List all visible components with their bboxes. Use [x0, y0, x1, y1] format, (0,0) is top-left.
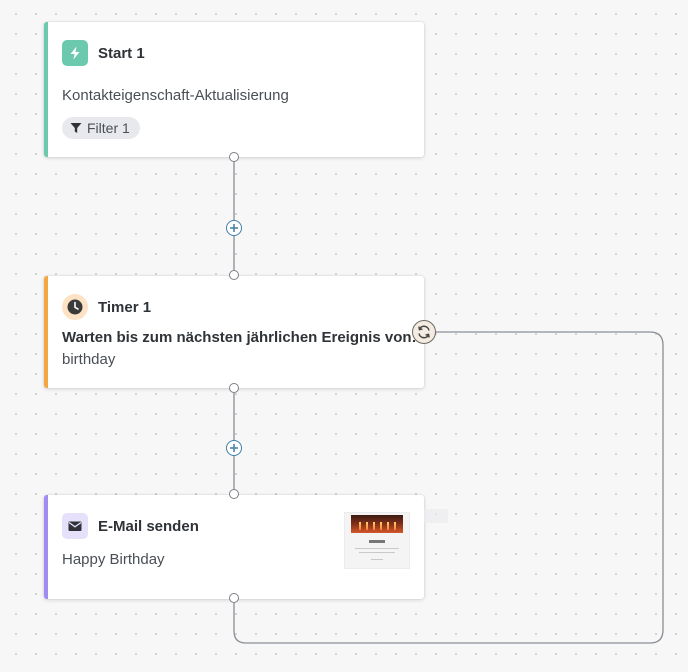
email-preview-hero-image — [351, 515, 403, 533]
email-node-title: E-Mail senden — [98, 517, 199, 535]
start-output-port[interactable] — [229, 152, 239, 162]
email-input-port[interactable] — [229, 489, 239, 499]
plus-icon — [230, 224, 238, 232]
email-preview-heading — [369, 540, 385, 543]
email-output-port[interactable] — [229, 593, 239, 603]
email-preview-text-line — [355, 548, 399, 549]
start-node-card[interactable]: Start 1 Kontakteigenschaft-Aktualisierun… — [44, 22, 424, 157]
timer-node-card[interactable]: Timer 1 Warten bis zum nächsten jährlich… — [44, 276, 424, 388]
filter-icon — [70, 122, 82, 134]
plus-icon — [230, 444, 238, 452]
add-step-button[interactable] — [226, 440, 242, 456]
lightning-icon — [62, 40, 88, 66]
timer-input-port[interactable] — [229, 270, 239, 280]
email-preview-text-line — [359, 552, 395, 553]
email-preview-thumbnail[interactable] — [344, 512, 410, 569]
email-node-card[interactable]: E-Mail senden Happy Birthday — [44, 495, 424, 599]
refresh-icon[interactable] — [412, 320, 436, 344]
filter-label: Filter 1 — [87, 120, 130, 136]
add-step-button[interactable] — [226, 220, 242, 236]
filter-chip[interactable]: Filter 1 — [62, 117, 140, 139]
clock-icon — [62, 294, 88, 320]
timer-property-text: birthday — [62, 351, 116, 368]
start-node-header: Start 1 — [62, 40, 145, 66]
node-hover-handle — [424, 509, 448, 523]
start-node-title: Start 1 — [98, 44, 145, 62]
email-preview-text-line — [371, 559, 383, 560]
start-node-description: Kontakteigenschaft-Aktualisierung — [62, 87, 289, 104]
email-node-description: Happy Birthday — [62, 551, 165, 568]
timer-wait-text: Warten bis zum nächsten jährlichen Ereig… — [62, 329, 417, 346]
timer-node-title: Timer 1 — [98, 298, 152, 316]
email-node-header: E-Mail senden — [62, 513, 199, 539]
envelope-icon — [62, 513, 88, 539]
timer-output-port[interactable] — [229, 383, 239, 393]
timer-node-header: Timer 1 — [62, 294, 151, 320]
